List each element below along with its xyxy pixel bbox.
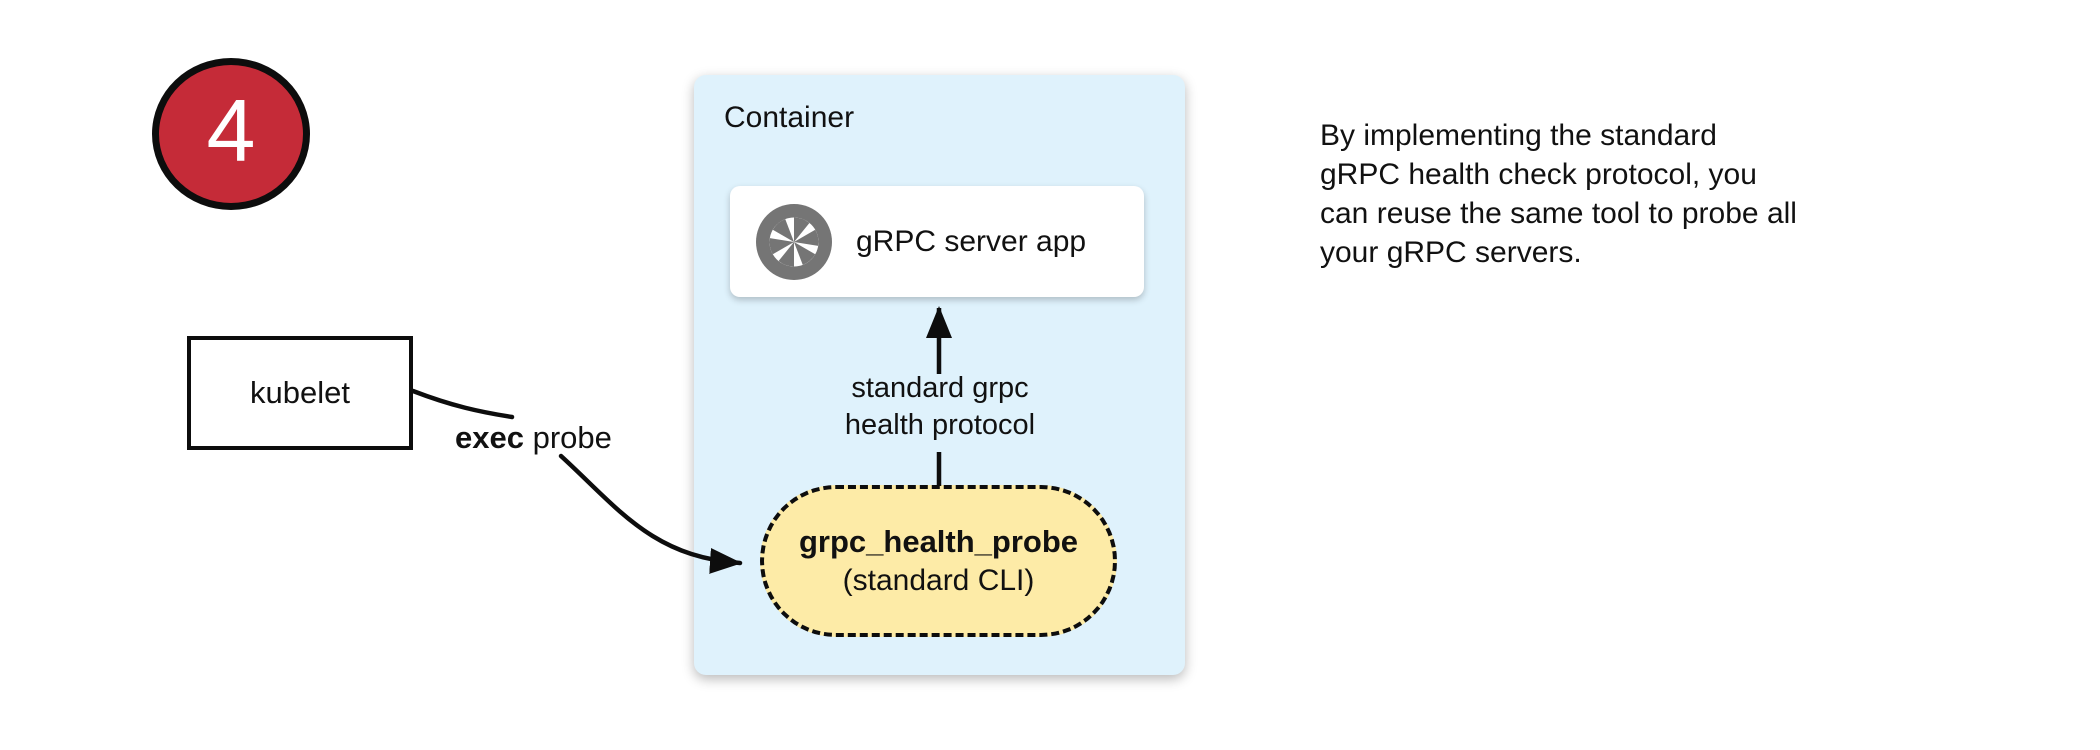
container-title: Container — [724, 101, 855, 134]
kubelet-label: kubelet — [250, 375, 350, 410]
exec-probe-label-rest: probe — [523, 420, 612, 455]
exec-probe-label: exec probe — [455, 420, 612, 456]
aperture-icon — [756, 203, 832, 280]
step-number: 4 — [206, 81, 256, 180]
grpc-server-app-node: gRPC server app — [730, 186, 1144, 297]
grpc-server-app-label: gRPC server app — [856, 224, 1087, 258]
step-badge: 4 — [152, 58, 310, 210]
health-protocol-label: standard grpc health protocol — [844, 372, 1036, 441]
note-text: By implementing the standard gRPC health… — [1320, 119, 1797, 269]
container-panel: Container gRPC server app grpc_health_pr… — [694, 75, 1185, 675]
exec-probe-label-bold: exec — [455, 420, 524, 455]
grpc-health-probe-node: grpc_health_probe (standard CLI) — [760, 485, 1117, 637]
grpc-health-probe-title: grpc_health_probe — [798, 524, 1079, 559]
exec-probe-arrow — [410, 388, 743, 574]
kubelet-node: kubelet — [187, 336, 413, 450]
grpc-health-probe-subtitle: (standard CLI) — [842, 564, 1035, 597]
